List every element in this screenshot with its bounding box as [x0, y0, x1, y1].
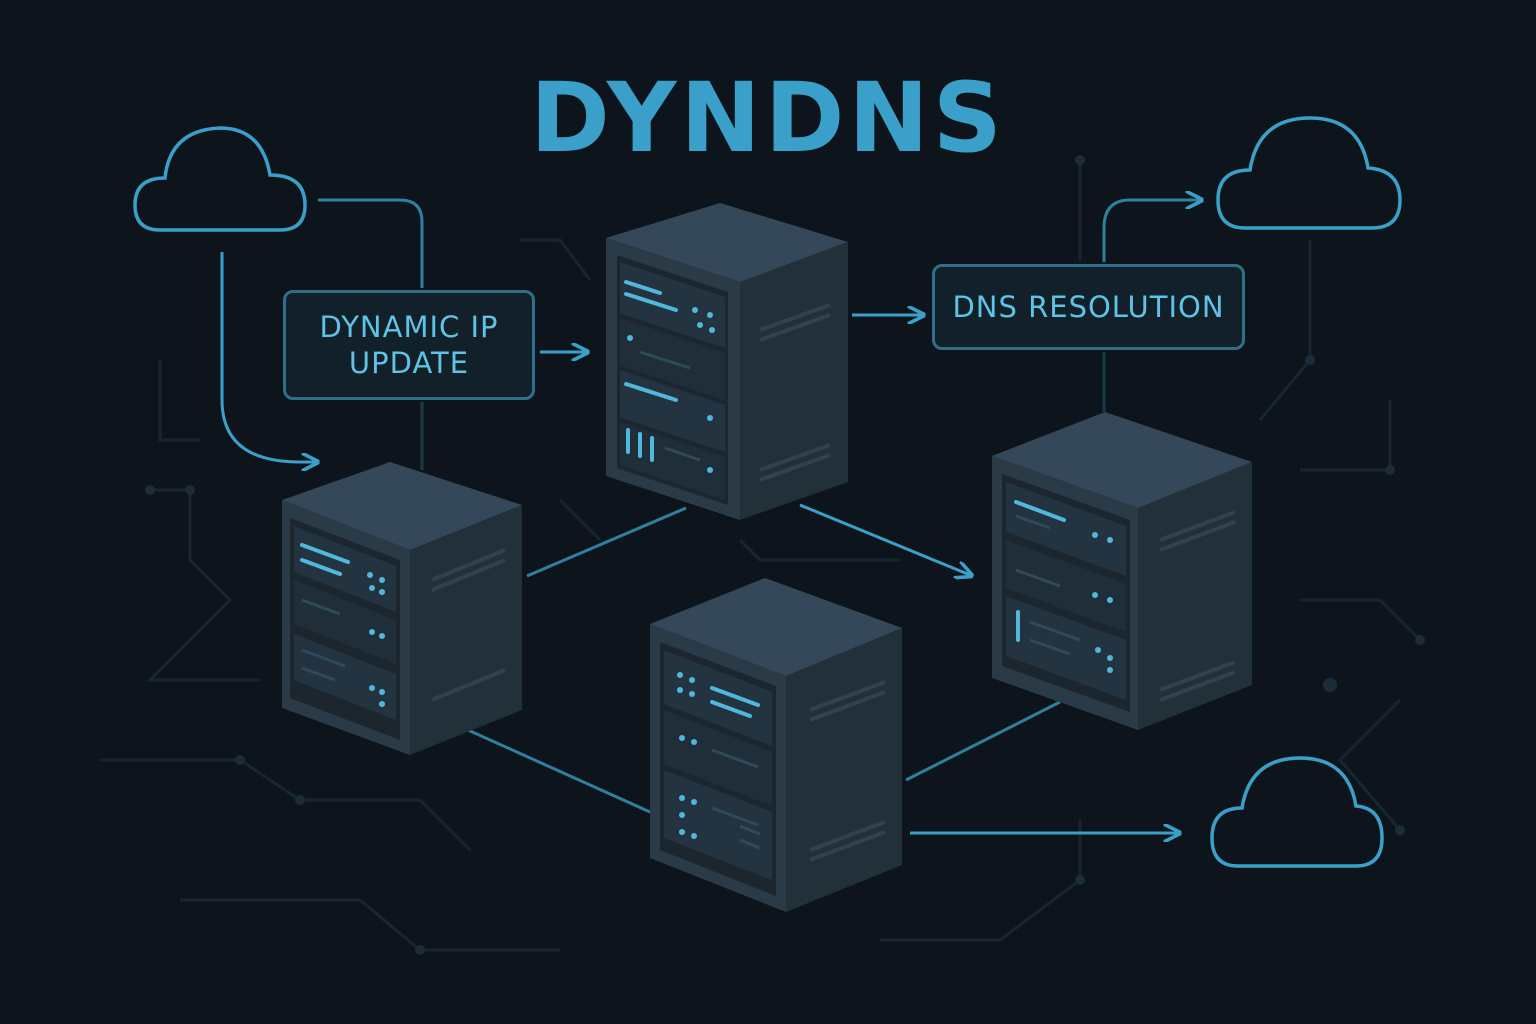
arrows	[220, 252, 1178, 833]
connectors	[318, 198, 1200, 814]
dynamic-ip-update-line1: DYNAMIC IP	[319, 310, 499, 344]
dns-resolution-label: DNS RESOLUTION	[932, 264, 1245, 350]
server-icon	[650, 578, 902, 912]
page-title: DYNDNS	[530, 62, 1006, 174]
cloud-icon	[1210, 756, 1384, 868]
box-to-cloud2-line	[1102, 200, 1200, 262]
dynamic-ip-update-label: DYNAMIC IP UPDATE	[283, 290, 535, 400]
cloud1-to-box-line	[318, 198, 424, 288]
dns-resolution-text: DNS RESOLUTION	[952, 290, 1225, 324]
arrow-cloud1-to-server-b	[220, 252, 316, 462]
circuit-nodes	[145, 155, 1425, 955]
server-icon	[282, 462, 522, 755]
dynamic-ip-update-line2: UPDATE	[348, 346, 470, 380]
cloud-icon	[1216, 116, 1402, 230]
cloud-icon	[133, 126, 307, 232]
server-icon	[606, 203, 848, 520]
server-a-to-c-line	[526, 506, 687, 578]
arrow-server-a-to-server-c	[799, 503, 970, 575]
server-d-to-e-line	[905, 700, 1061, 782]
server-icon	[992, 412, 1252, 730]
server-b-to-d-line	[467, 728, 651, 814]
